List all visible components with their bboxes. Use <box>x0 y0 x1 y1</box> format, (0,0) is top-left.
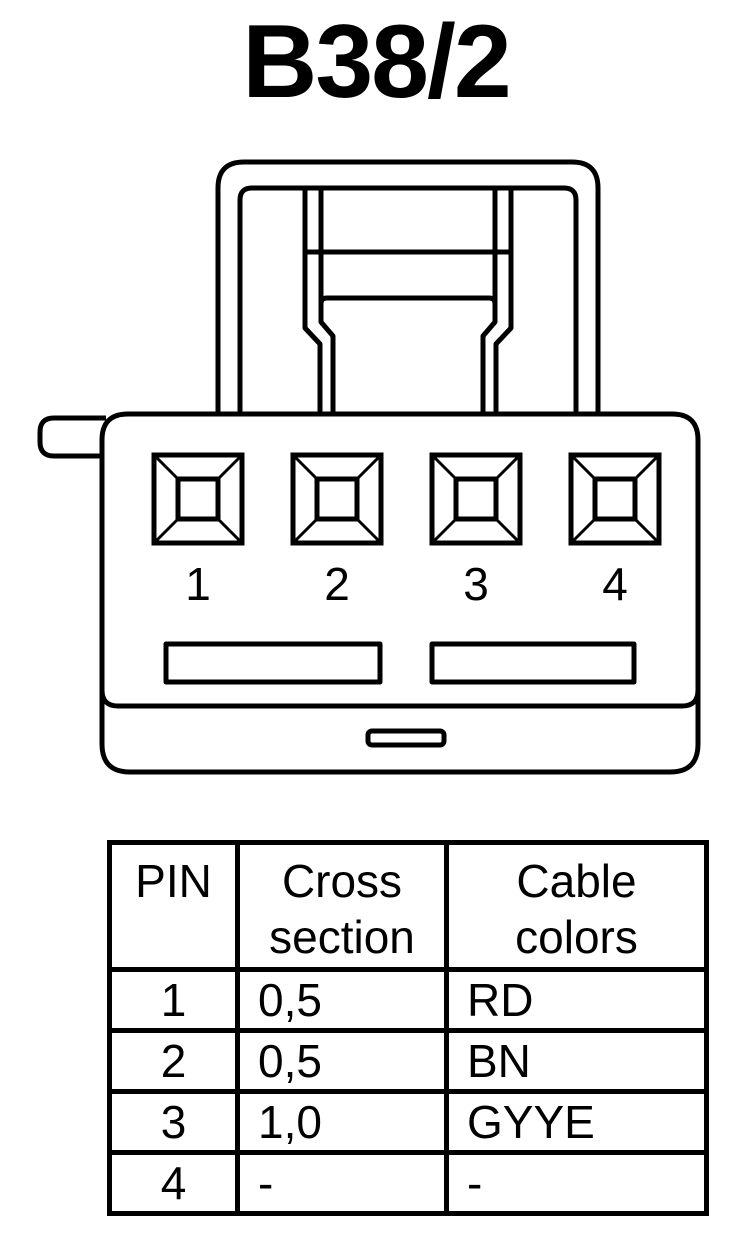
coding-slot-left <box>163 641 383 685</box>
cell-pin: 4 <box>107 1150 240 1216</box>
cell-cable-color: BN <box>444 1028 709 1094</box>
pin-label-1: 1 <box>185 558 211 610</box>
table-header-row: PIN Cross section Cable colors <box>107 840 709 972</box>
coding-slot-right <box>429 641 637 685</box>
table-row: 2 0,5 BN <box>107 1028 709 1094</box>
header-pin: PIN <box>107 840 240 972</box>
cell-pin: 1 <box>107 967 240 1033</box>
pin-cavity-4 <box>568 452 662 546</box>
table-row: 3 1,0 GYYE <box>107 1089 709 1155</box>
pin-label-3: 3 <box>463 558 489 610</box>
side-tab <box>37 415 106 459</box>
cell-cross-section: 0,5 <box>235 967 449 1033</box>
cell-cross-section: 1,0 <box>235 1089 449 1155</box>
header-cross-section: Cross section <box>235 840 449 972</box>
pin-assignment-table: PIN Cross section Cable colors 1 0,5 RD … <box>107 840 709 1216</box>
table-row: 1 0,5 RD <box>107 967 709 1033</box>
connector-title: B38/2 <box>242 4 512 120</box>
cell-pin: 2 <box>107 1028 240 1094</box>
cell-cable-color: GYYE <box>444 1089 709 1155</box>
connector-base <box>99 690 701 775</box>
cell-cross-section: 0,5 <box>235 1028 449 1094</box>
header-cable-colors: Cable colors <box>444 840 709 972</box>
latch-tongue <box>302 188 323 412</box>
connector-body <box>99 411 701 709</box>
table-row: 4 - - <box>107 1150 709 1216</box>
cell-cable-color: - <box>444 1150 709 1216</box>
lock-bracket-outer <box>215 159 601 412</box>
pin-cavity-1 <box>151 452 245 546</box>
cell-cross-section: - <box>235 1150 449 1216</box>
pin-cavity-2 <box>290 452 384 546</box>
cell-pin: 3 <box>107 1089 240 1155</box>
cell-cable-color: RD <box>444 967 709 1033</box>
lock-bracket-inner <box>237 185 579 412</box>
pin-label-2: 2 <box>324 558 350 610</box>
pin-label-4: 4 <box>602 558 628 610</box>
bottom-slot <box>365 728 447 748</box>
pin-cavity-3 <box>429 452 523 546</box>
connector-diagram: 1 2 3 4 <box>37 159 701 775</box>
